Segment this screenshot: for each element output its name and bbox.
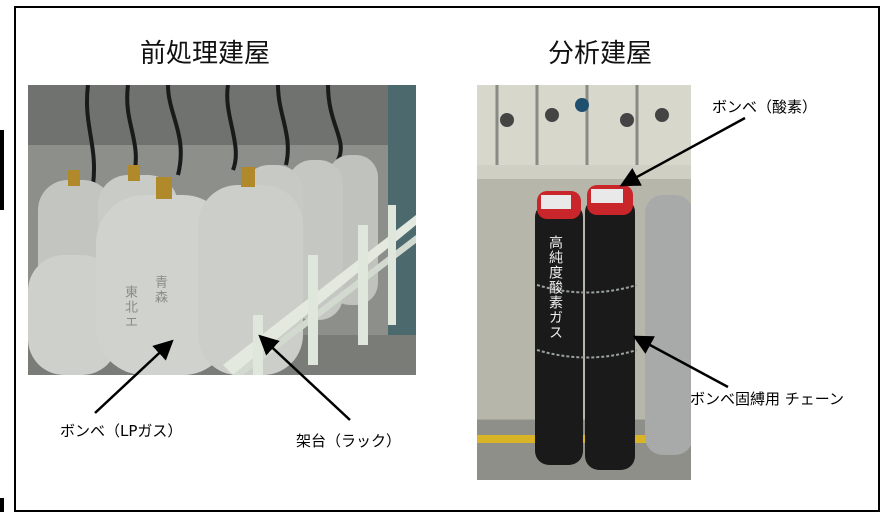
edge-mark-bottom [0, 498, 4, 512]
lp-gas-cylinders-photo: 東北エ 青森 [28, 85, 416, 375]
label-lp-gas-cylinder: ボンベ（LPガス） [60, 422, 183, 440]
left-panel-title: 前処理建屋 [140, 39, 271, 69]
label-rack: 架台（ラック） [296, 432, 402, 450]
oxygen-cylinder-text: 高純度酸素ガス [547, 235, 563, 340]
edge-mark-top [0, 130, 4, 210]
right-panel-title: 分析建屋 [548, 39, 653, 69]
cylinder-marking-2: 青森 [152, 275, 167, 305]
label-chain: ボンベ固縛用 チェーン [690, 390, 845, 408]
label-oxygen-cylinder: ボンベ（酸素） [712, 98, 818, 116]
oxygen-cylinders-photo: 高純度酸素ガス [477, 85, 691, 480]
cylinder-marking-1: 東北エ [122, 285, 137, 330]
